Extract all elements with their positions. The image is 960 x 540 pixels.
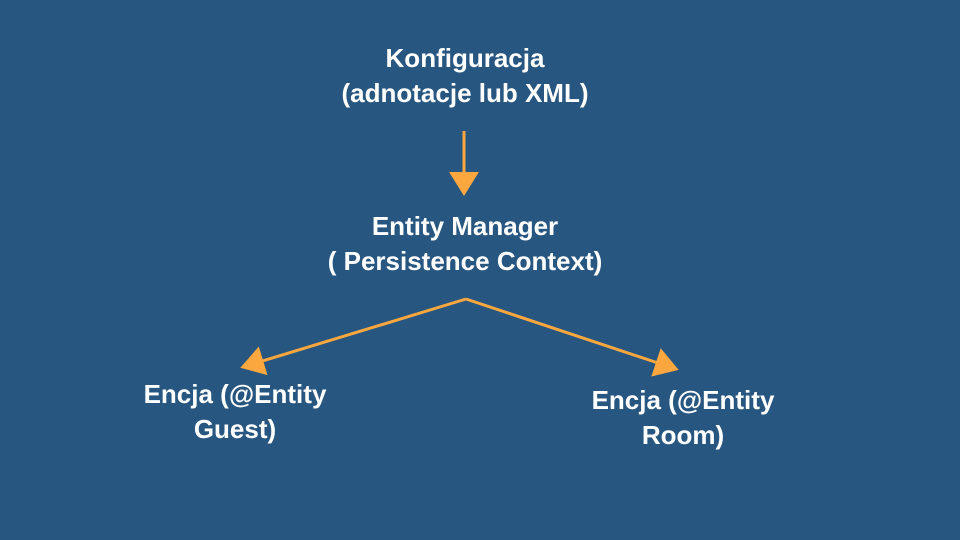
node-entity-manager: Entity Manager ( Persistence Context)	[265, 209, 665, 279]
node-entity-guest-line1: Encja (@Entity	[143, 379, 327, 409]
node-entity-room-line2: Room)	[641, 420, 725, 450]
node-entity-guest: Encja (@Entity Guest)	[95, 377, 375, 447]
node-configuration-title: Konfiguracja	[385, 43, 545, 73]
node-configuration-subtitle: (adnotacje lub XML)	[341, 78, 589, 108]
node-configuration: Konfiguracja (adnotacje lub XML)	[265, 41, 665, 111]
node-entity-room-line1: Encja (@Entity	[591, 385, 775, 415]
arrow-entity-manager-to-room	[465, 297, 679, 377]
node-entity-manager-title: Entity Manager	[371, 211, 559, 241]
arrow-entity-manager-to-guest	[240, 297, 467, 376]
node-entity-room: Encja (@Entity Room)	[543, 383, 823, 453]
node-entity-manager-subtitle: ( Persistence Context)	[327, 246, 603, 276]
node-entity-guest-line2: Guest)	[193, 414, 277, 444]
